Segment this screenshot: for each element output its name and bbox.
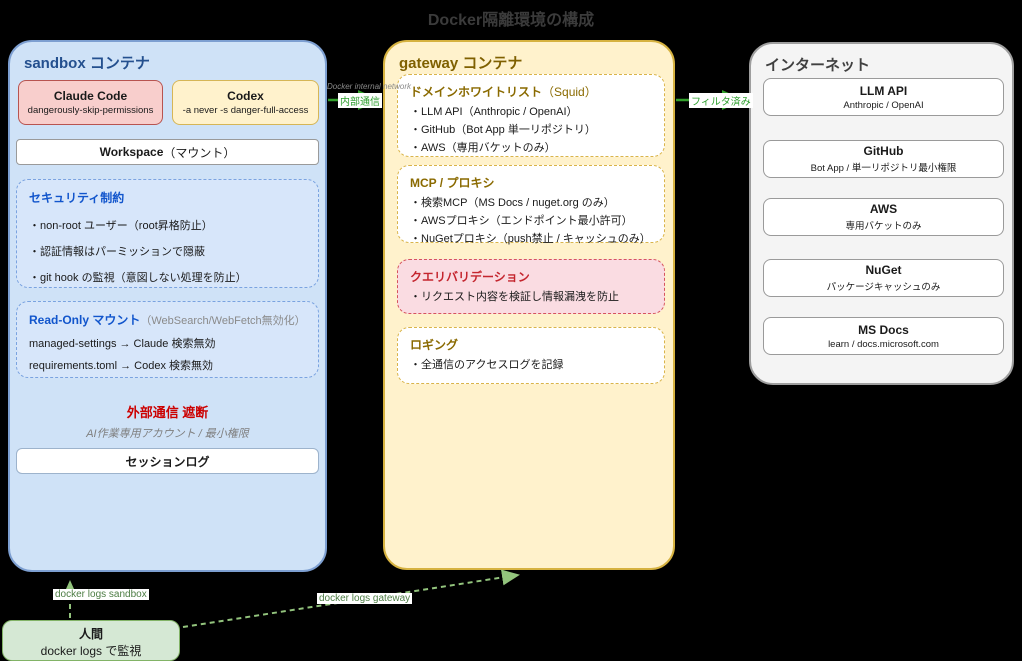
human-subtitle: docker logs で監視 [40, 644, 142, 658]
readonly-mount-suffix: （WebSearch/WebFetch無効化） [140, 315, 306, 327]
workspace-suffix: （マウント） [163, 145, 236, 160]
workspace-node: Workspace（マウント） [16, 139, 319, 165]
human-title: 人間 [78, 627, 103, 641]
claude-code-node: Claude Code dangerously-skip-permissions [18, 80, 163, 125]
security-constraints-title: セキュリティ制約 [29, 191, 125, 205]
security-constraints-box: セキュリティ制約 ・non-root ユーザー（root昇格防止） ・認証情報は… [16, 179, 319, 288]
service-name: GitHub [863, 144, 904, 158]
query-validation-title: クエリバリデーション [410, 270, 530, 284]
workspace-title: Workspace [99, 145, 164, 159]
security-item: ・認証情報はパーミッションで隠蔽 [29, 246, 205, 258]
whitelist-item: ・AWS（専用バケットのみ） [410, 142, 556, 154]
docker-logs-sandbox-label: docker logs sandbox [53, 589, 149, 600]
domain-whitelist-box: ドメインホワイトリスト（Squid） ・LLM API（Anthropic / … [397, 74, 665, 157]
mcp-item: ・検索MCP（MS Docs / nuget.org のみ） [410, 197, 615, 209]
page-title: Docker隔離環境の構成 [427, 12, 595, 29]
service-name: MS Docs [858, 322, 909, 337]
internal-comm-label: 内部通信 [338, 93, 382, 108]
codex-subtitle: -a never -s danger-full-access [182, 105, 309, 116]
logging-title: ロギング [410, 338, 459, 352]
whitelist-item: ・GitHub（Bot App 単一リポジトリ） [410, 124, 596, 136]
sandbox-container-title: sandbox コンテナ [24, 55, 150, 72]
gateway-container: gateway コンテナ ドメインホワイトリスト（Squid） ・LLM API… [383, 40, 675, 570]
mcp-item: ・AWSプロキシ（エンドポイント最小許可） [410, 215, 633, 227]
whitelist-item: ・LLM API（Anthropic / OpenAI） [410, 106, 578, 118]
mcp-proxy-box: MCP / プロキシ ・検索MCP（MS Docs / nuget.org のみ… [397, 165, 665, 245]
claude-code-subtitle: dangerously-skip-permissions [27, 105, 154, 116]
docker-internal-network-label: Docker internal network [327, 82, 412, 91]
service-desc: Bot App / 単一リポジトリ最小権限 [810, 163, 957, 174]
sandbox-container: sandbox コンテナ Claude Code dangerously-ski… [8, 40, 327, 572]
service-name: LLM API [859, 83, 908, 98]
codex-title: Codex [227, 89, 264, 103]
domain-whitelist-suffix: （Squid） [542, 85, 597, 99]
domain-whitelist-title: ドメインホワイトリスト（Squid） [410, 83, 652, 100]
session-log-node: セッションログ [16, 448, 319, 474]
service-msdocs: MS Docs learn / docs.microsoft.com [763, 317, 1004, 355]
readonly-item: managed-settings → Claude 検索無効 [29, 338, 216, 350]
filtered-label: フィルタ済み [689, 93, 753, 108]
external-comm-blocked-label: 外部通信 遮断 [126, 405, 209, 420]
service-github: GitHub Bot App / 単一リポジトリ最小権限 [763, 140, 1004, 178]
claude-code-title: Claude Code [53, 89, 128, 103]
internet-container: インターネット LLM API Anthropic / OpenAI GitHu… [749, 42, 1014, 385]
service-desc: learn / docs.microsoft.com [828, 338, 939, 350]
service-desc: 専用バケットのみ [845, 221, 922, 232]
query-validation-box: クエリバリデーション ・リクエスト内容を検証し情報漏洩を防止 [397, 259, 665, 314]
service-name: NuGet [865, 263, 902, 277]
codex-node: Codex -a never -s danger-full-access [172, 80, 319, 125]
mcp-item: ・NuGetプロキシ（push禁止 / キャッシュのみ） [410, 233, 651, 245]
readonly-mount-box: Read-Only マウント（WebSearch/WebFetch無効化） ma… [16, 301, 319, 378]
service-aws: AWS 専用バケットのみ [763, 198, 1004, 236]
security-item: ・non-root ユーザー（root昇格防止） [29, 220, 213, 232]
logging-box: ロギング ・全通信のアクセスログを記録 [397, 327, 665, 384]
mcp-proxy-title: MCP / プロキシ [410, 176, 495, 190]
service-desc: Anthropic / OpenAI [843, 99, 924, 111]
service-llm-api: LLM API Anthropic / OpenAI [763, 78, 1004, 116]
service-nuget: NuGet パッケージキャッシュのみ [763, 259, 1004, 297]
logging-item: ・全通信のアクセスログを記録 [410, 359, 564, 371]
gateway-container-title: gateway コンテナ [399, 55, 523, 72]
human-node: 人間 docker logs で監視 [2, 620, 180, 661]
domain-whitelist-title-text: ドメインホワイトリスト [410, 85, 543, 99]
security-item: ・git hook の監視（意図しない処理を防止） [29, 272, 247, 284]
readonly-mount-title-text: Read-Only マウント [29, 313, 141, 327]
service-desc: パッケージキャッシュのみ [826, 282, 941, 293]
ai-account-note: AI作業専用アカウント / 最小権限 [86, 428, 249, 440]
query-validation-item: ・リクエスト内容を検証し情報漏洩を防止 [410, 291, 619, 303]
internet-container-title: インターネット [765, 57, 871, 74]
service-name: AWS [869, 202, 898, 216]
readonly-item: requirements.toml → Codex 検索無効 [29, 360, 213, 372]
readonly-mount-title: Read-Only マウント（WebSearch/WebFetch無効化） [29, 311, 306, 328]
docker-logs-gateway-label: docker logs gateway [317, 593, 413, 604]
